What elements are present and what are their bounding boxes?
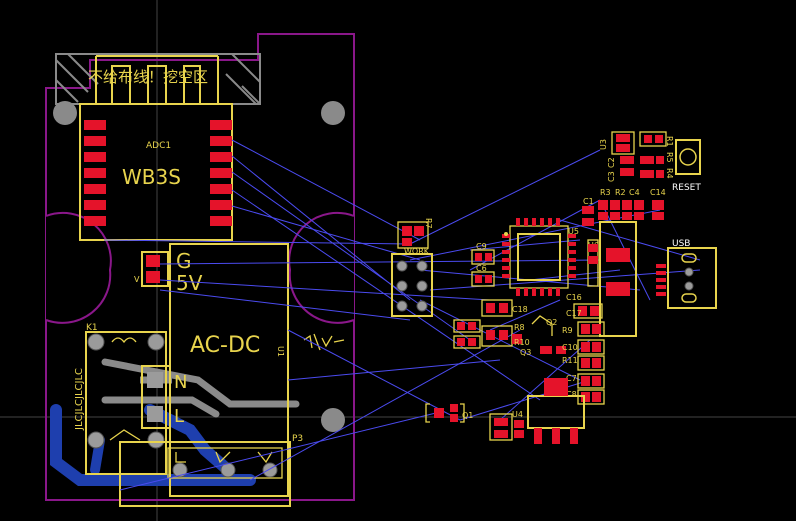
resistor-row [582,200,664,226]
c2-label: C2 [607,157,616,168]
board-outline [45,33,355,501]
work-label: WORK [404,247,430,256]
wb3s-pads-right [210,120,232,226]
module-designator: ADC1 [146,141,171,151]
pin-v-label: V [134,275,140,284]
r11-label: R11 [562,356,578,365]
pin-5v-label: 5V [176,271,203,295]
r4-label: R4 [665,168,674,179]
reset-area [611,131,701,178]
nl-connector [141,365,171,429]
c10-label: C10 [562,343,578,352]
lower-components [453,299,605,405]
c1-label: C1 [583,197,594,206]
c7-label: C7 [566,374,577,383]
terminal-p3 [119,441,291,507]
jlc-label: JLCJLCJLCJLC [74,368,85,431]
usb-connector [656,247,717,309]
work-header [391,221,433,317]
r2-label: R2 [615,188,626,197]
pin-g-label: G [176,249,192,273]
transistor-q1 [425,403,465,423]
c16-label: C16 [566,293,582,302]
crystal-region [587,221,637,337]
r9-label: R9 [562,326,573,335]
wb3s-pads-left [84,120,106,226]
c18-label: C18 [512,305,528,314]
board-cutout-left [45,211,112,324]
caps-c9-c6 [471,249,495,287]
c4-label: C4 [629,188,640,197]
r3-label: R3 [600,188,611,197]
usb-label: USB [672,239,690,249]
q1-label: Q1 [462,411,473,420]
u5-label: U5 [568,227,579,236]
q3-label: Q3 [520,348,531,357]
reset-label: RESET [672,183,701,193]
q2-label: Q2 [546,318,557,327]
r5-label: R5 [665,152,674,163]
r10-label: R10 [514,338,530,347]
c17-label: C17 [566,309,582,318]
relay-label: K1 [86,323,98,333]
r8-label: R8 [514,323,525,332]
r1-label: R1 [665,136,674,147]
c8-label: C8 [566,390,577,399]
ac-dc-label: AC-DC [190,333,260,358]
l-label: L [174,406,184,427]
module-name: WB3S [122,165,181,189]
u4-label: U4 [512,410,523,419]
c14-label: C14 [650,188,666,197]
r7-label: R7 [424,218,433,229]
c9-label: C9 [476,242,487,251]
n-label: N [174,372,187,393]
mounting-holes [53,101,345,432]
regulator-u4 [489,378,585,444]
p3-label: P3 [292,434,303,444]
chip-u5 [502,218,576,296]
u1-label: U1 [276,346,285,357]
c6-label: C6 [476,264,487,273]
u3-label: U3 [599,139,608,150]
relay-k1 [85,331,167,475]
gray-traces [101,358,300,418]
signature-logo [303,333,345,351]
c3-label: C3 [607,171,616,182]
